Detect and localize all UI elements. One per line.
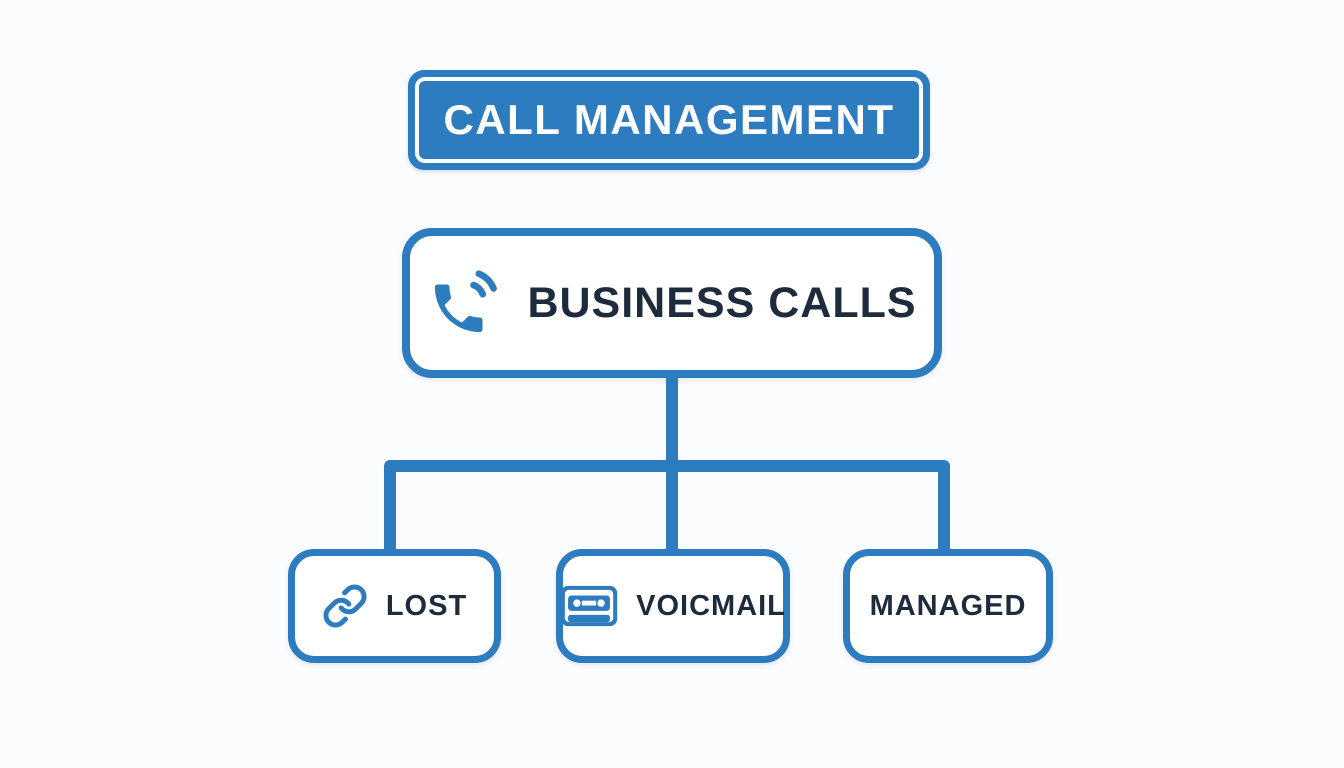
phone-icon bbox=[427, 266, 501, 340]
child-node-managed: MANAGED bbox=[843, 549, 1053, 663]
title-node: CALL MANAGEMENT bbox=[408, 70, 930, 170]
root-node-label: BUSINESS CALLS bbox=[527, 278, 917, 327]
cassette-icon bbox=[560, 585, 618, 627]
link-icon bbox=[322, 583, 368, 629]
diagram-title: CALL MANAGEMENT bbox=[443, 96, 895, 143]
child-node-label: VOICMAIL bbox=[636, 589, 786, 622]
child-node-voicmail: VOICMAIL bbox=[556, 549, 790, 663]
root-node-business-calls: BUSINESS CALLS bbox=[402, 228, 942, 378]
child-node-lost: LOST bbox=[288, 549, 501, 663]
child-node-label: LOST bbox=[385, 589, 468, 622]
child-node-label: MANAGED bbox=[869, 589, 1027, 622]
